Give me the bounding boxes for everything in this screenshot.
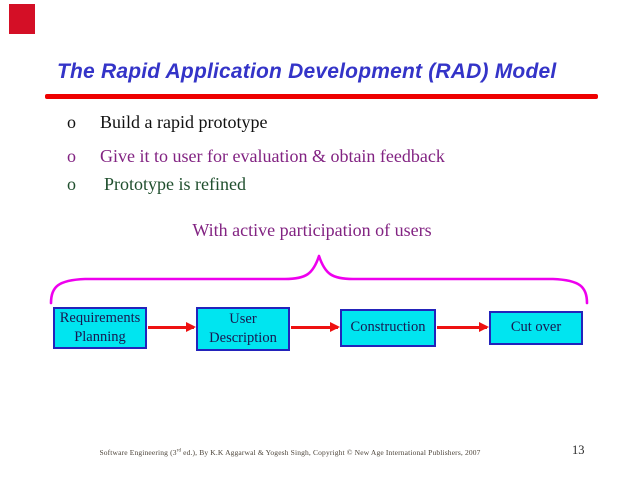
- phase-label-line: Construction: [350, 319, 426, 336]
- phase-box-construction: Construction: [340, 309, 436, 347]
- phase-label-line: Cut over: [510, 319, 562, 336]
- corner-accent-square: [9, 4, 35, 34]
- phase-label-line: Description: [209, 330, 277, 346]
- curly-brace: [49, 254, 589, 305]
- footer-text-post: ed.), By K.K Aggarwal & Yogesh Singh, Co…: [181, 448, 481, 457]
- page-title: The Rapid Application Development (RAD) …: [57, 60, 557, 83]
- flow-arrow-2: [291, 326, 338, 329]
- footer-credit: Software Engineering (3rd ed.), By K.K A…: [30, 448, 550, 457]
- brace-caption: With active participation of users: [192, 220, 432, 240]
- flow-arrow-1: [148, 326, 194, 329]
- bullet-marker: o: [67, 146, 76, 166]
- title-underline: [45, 94, 598, 99]
- page-number: 13: [572, 443, 585, 457]
- bullet-text: Prototype is refined: [104, 174, 246, 194]
- footer-text-pre: Software Engineering (3: [99, 448, 177, 457]
- bullet-text: Build a rapid prototype: [100, 112, 268, 132]
- phase-label-line: User: [229, 310, 257, 327]
- bullet-marker: o: [67, 174, 76, 194]
- phase-label-line: Requirements: [59, 309, 141, 326]
- bullet-text: Give it to user for evaluation & obtain …: [100, 146, 445, 166]
- phase-label-line: Planning: [74, 329, 126, 345]
- footer-ordinal-sup: rd: [176, 448, 182, 454]
- phase-box-requirements-planning: Requirements Planning: [53, 307, 147, 349]
- flow-arrow-3: [437, 326, 487, 329]
- curly-brace-path: [49, 254, 589, 305]
- phase-box-cut-over: Cut over: [489, 311, 583, 345]
- phase-box-user-description: User Description: [196, 307, 290, 351]
- bullet-marker: o: [67, 112, 76, 132]
